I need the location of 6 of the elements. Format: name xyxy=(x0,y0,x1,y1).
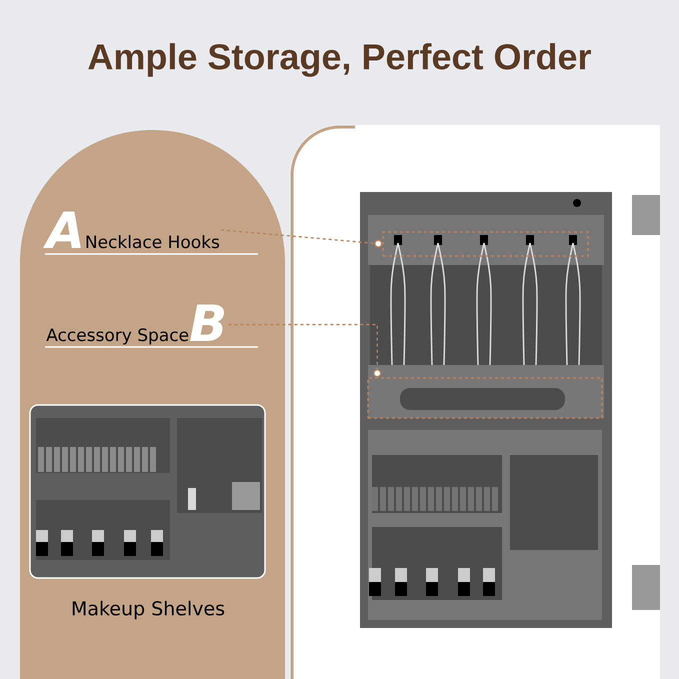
leader-line xyxy=(228,324,382,378)
title: Ample Storage, Perfect Order xyxy=(88,43,591,77)
leader-line xyxy=(221,229,382,248)
highlight-frame xyxy=(382,231,589,257)
caption: Makeup Shelves xyxy=(72,600,224,620)
highlight-frame xyxy=(367,377,603,419)
